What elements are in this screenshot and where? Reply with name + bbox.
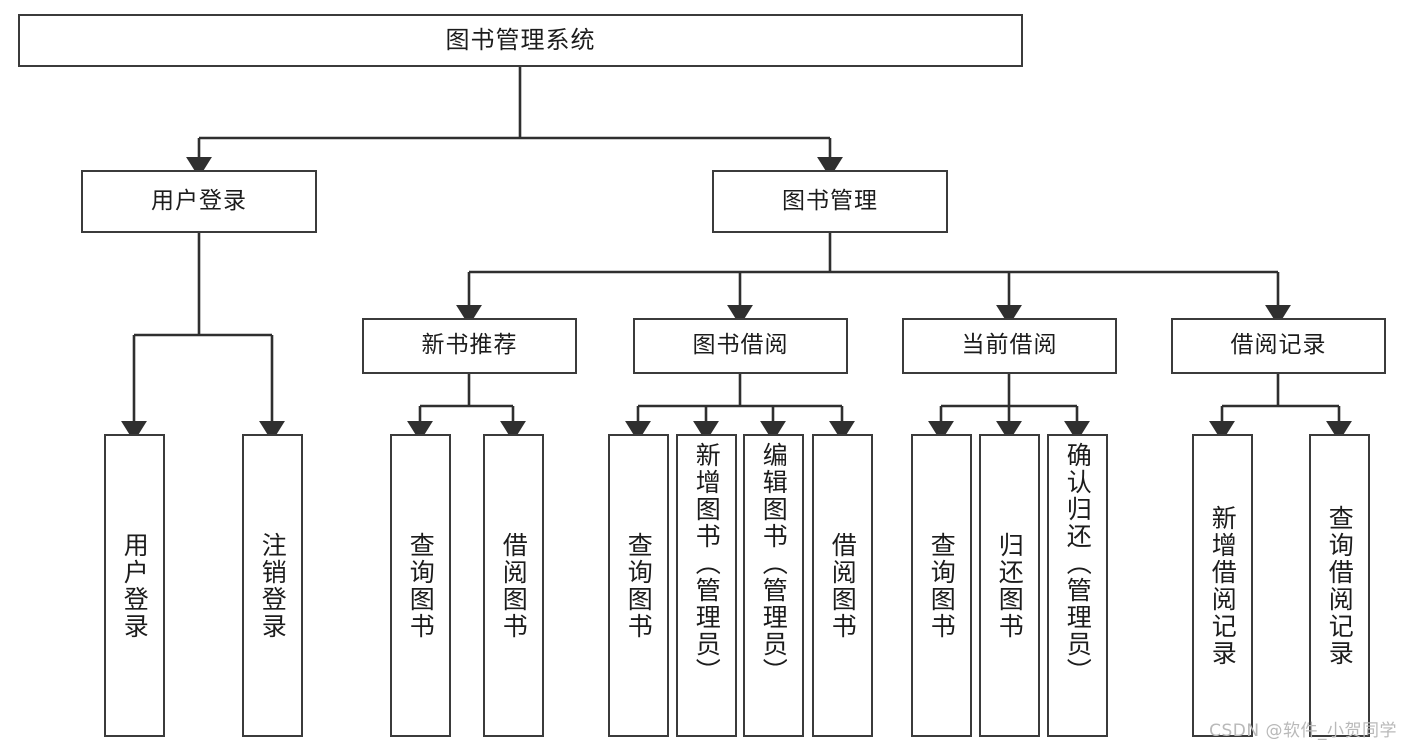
leaf-query-book-current[interactable]: 查询图书 bbox=[911, 434, 972, 737]
node-label: 图书借阅 bbox=[692, 332, 789, 359]
node-label: 查询借阅记录 bbox=[1325, 504, 1355, 667]
node-label: 图书管理系统 bbox=[445, 26, 596, 55]
node-label: 编辑图书（管理员） bbox=[759, 442, 789, 685]
node-root-book-management-system[interactable]: 图书管理系统 bbox=[18, 14, 1023, 67]
leaf-confirm-return-admin[interactable]: 确认归还（管理员） bbox=[1047, 434, 1108, 737]
leaf-logout[interactable]: 注销登录 bbox=[242, 434, 303, 737]
leaf-user-login[interactable]: 用户登录 bbox=[104, 434, 165, 737]
node-label: 归还图书 bbox=[995, 531, 1025, 640]
node-user-login[interactable]: 用户登录 bbox=[81, 170, 317, 233]
node-book-management[interactable]: 图书管理 bbox=[712, 170, 948, 233]
node-label: 用户登录 bbox=[151, 187, 247, 214]
leaf-return-book[interactable]: 归还图书 bbox=[979, 434, 1040, 737]
node-label: 查询图书 bbox=[927, 531, 957, 640]
watermark-text: CSDN @软件_小贺同学 bbox=[1209, 721, 1397, 741]
leaf-query-borrow-record[interactable]: 查询借阅记录 bbox=[1309, 434, 1370, 737]
node-label: 查询图书 bbox=[624, 531, 654, 640]
node-label: 确认归还（管理员） bbox=[1063, 442, 1093, 685]
leaf-borrow-book[interactable]: 借阅图书 bbox=[812, 434, 873, 737]
leaf-query-book-borrow[interactable]: 查询图书 bbox=[608, 434, 669, 737]
leaf-add-borrow-record[interactable]: 新增借阅记录 bbox=[1192, 434, 1253, 737]
node-label: 借阅记录 bbox=[1230, 332, 1327, 359]
leaf-query-book-recommend[interactable]: 查询图书 bbox=[390, 434, 451, 737]
node-label: 查询图书 bbox=[406, 531, 436, 640]
node-new-book-recommend[interactable]: 新书推荐 bbox=[362, 318, 577, 374]
leaf-add-book-admin[interactable]: 新增图书（管理员） bbox=[676, 434, 737, 737]
leaf-edit-book-admin[interactable]: 编辑图书（管理员） bbox=[743, 434, 804, 737]
node-label: 借阅图书 bbox=[828, 531, 858, 640]
node-label: 图书管理 bbox=[782, 187, 878, 214]
leaf-borrow-book-recommend[interactable]: 借阅图书 bbox=[483, 434, 544, 737]
node-label: 新增借阅记录 bbox=[1208, 504, 1238, 667]
node-label: 新书推荐 bbox=[421, 332, 518, 359]
node-book-borrow[interactable]: 图书借阅 bbox=[633, 318, 848, 374]
node-label: 注销登录 bbox=[258, 531, 288, 640]
node-label: 用户登录 bbox=[120, 531, 150, 640]
node-current-borrow[interactable]: 当前借阅 bbox=[902, 318, 1117, 374]
node-label: 借阅图书 bbox=[499, 531, 529, 640]
node-borrow-record[interactable]: 借阅记录 bbox=[1171, 318, 1386, 374]
node-label: 当前借阅 bbox=[961, 332, 1058, 359]
node-label: 新增图书（管理员） bbox=[692, 442, 722, 685]
